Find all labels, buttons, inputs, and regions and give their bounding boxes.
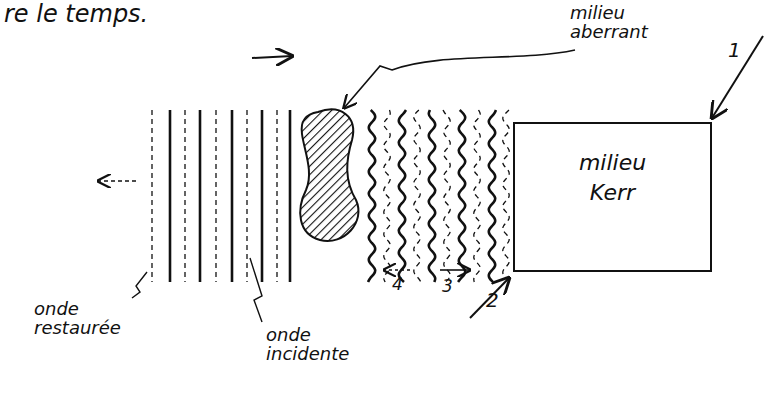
propagation-arrow xyxy=(252,56,292,58)
callout-number: 1 xyxy=(728,40,748,61)
wavefront xyxy=(458,110,465,282)
wavefront-dashed xyxy=(151,110,152,282)
probe-arrow xyxy=(440,269,470,271)
wavefront-dashed xyxy=(276,110,277,282)
wavefront-dashed xyxy=(215,110,216,282)
callout-number: 3 xyxy=(442,278,462,296)
wavefront xyxy=(261,110,264,282)
callout-label: onde incidente xyxy=(266,326,376,364)
wavefront-dashed xyxy=(414,110,421,282)
wavefront xyxy=(199,110,202,282)
wavefront-dashed xyxy=(384,110,390,282)
kerr-medium-box: milieu Kerr xyxy=(513,122,712,272)
wavefront xyxy=(289,110,292,282)
callout-number: 4 xyxy=(392,276,412,294)
wavefront xyxy=(429,110,435,282)
box-label: milieu Kerr xyxy=(558,148,668,207)
heading-fragment: re le temps. xyxy=(4,2,264,27)
leader-line xyxy=(344,50,575,108)
wavefront-dashed xyxy=(443,110,450,282)
wavefront xyxy=(489,110,496,282)
wavefront xyxy=(169,110,172,282)
wavefront xyxy=(231,110,234,282)
conjugate-arrow xyxy=(384,269,410,271)
aberrant-medium xyxy=(300,110,358,241)
callout-label: milieu aberrant xyxy=(570,4,670,42)
restored-direction-arrow xyxy=(98,180,136,182)
wavefronts xyxy=(152,110,510,282)
pump-beam-arrow xyxy=(712,36,763,118)
callout-label: onde restaurée xyxy=(34,300,144,338)
wavefront xyxy=(399,110,406,282)
leader-line xyxy=(250,258,262,322)
wavefront-dashed xyxy=(246,110,247,282)
wavefront-dashed xyxy=(474,110,480,282)
wavefront-dashed xyxy=(503,110,510,282)
wavefront-dashed xyxy=(184,110,185,282)
wavefront xyxy=(368,110,375,282)
callout-number: 2 xyxy=(486,290,506,311)
leader-line xyxy=(132,272,147,298)
pump-beam-arrow xyxy=(470,278,509,318)
